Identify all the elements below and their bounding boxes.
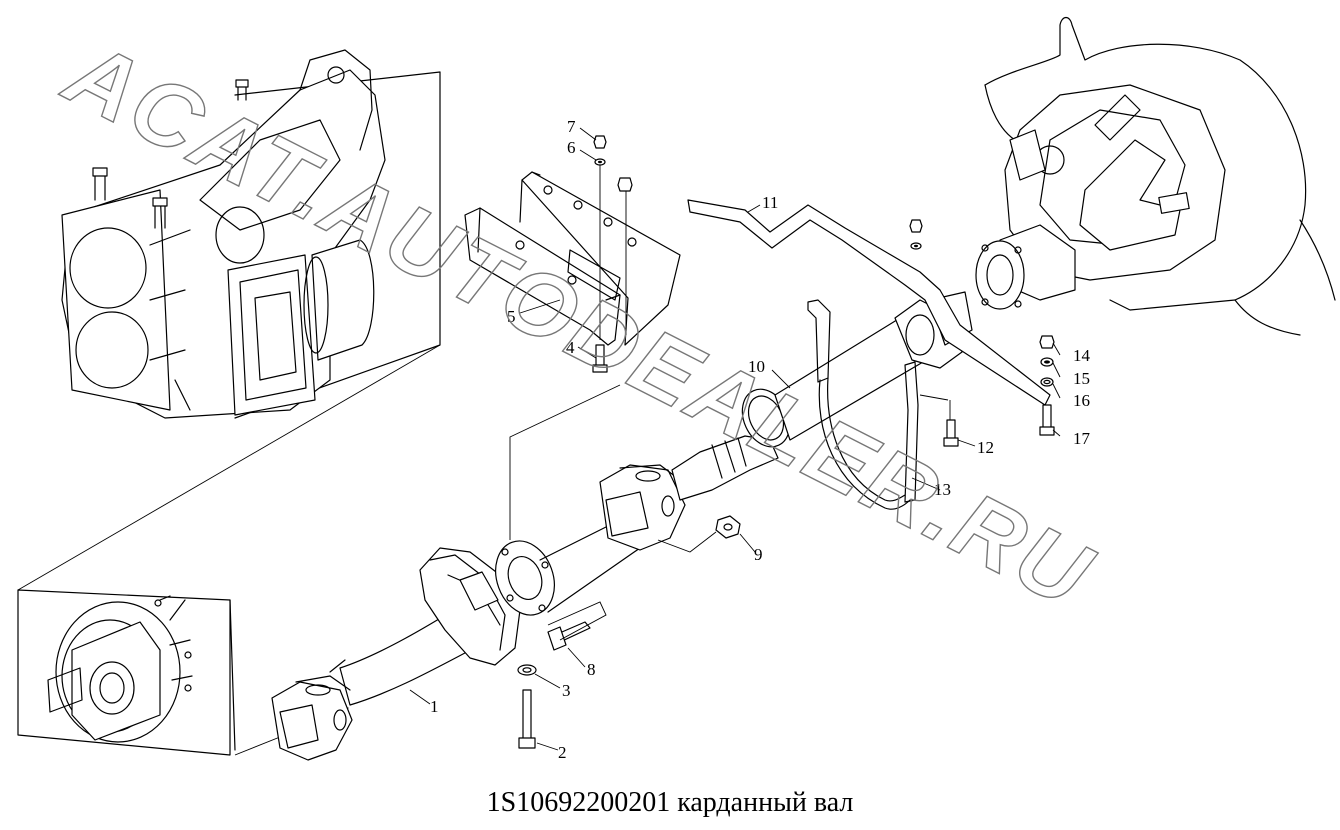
part-label-2: 2 xyxy=(558,743,567,762)
part-label-7: 7 xyxy=(567,117,576,136)
part-label-8: 8 xyxy=(587,660,596,679)
leader-lines xyxy=(409,127,1061,751)
part-label-11: 11 xyxy=(762,193,778,212)
part-label-15: 15 xyxy=(1073,369,1090,388)
part-label-14: 14 xyxy=(1073,346,1091,365)
rear-propeller-shaft xyxy=(599,291,973,551)
leader-frame-lines xyxy=(17,344,621,756)
hanger-brackets xyxy=(807,299,919,510)
support-bracket-5 xyxy=(464,171,681,346)
part-label-5: 5 xyxy=(507,307,516,326)
diagram-caption: 1S10692200201 карданный вал xyxy=(486,787,854,818)
part-label-10: 10 xyxy=(748,357,765,376)
part-label-9: 9 xyxy=(754,545,763,564)
bracket-fasteners xyxy=(592,135,633,373)
gearbox-drawing xyxy=(61,49,441,419)
part-labels: 7 6 5 4 11 10 14 15 16 17 12 13 9 8 3 1 … xyxy=(430,117,1091,762)
part-label-3: 3 xyxy=(562,681,571,700)
shaft-fasteners xyxy=(517,515,741,749)
part-label-16: 16 xyxy=(1073,391,1090,410)
part-label-4: 4 xyxy=(566,338,575,357)
part-label-12: 12 xyxy=(977,438,994,457)
part-label-1: 1 xyxy=(430,697,439,716)
part-label-13: 13 xyxy=(934,480,951,499)
part-label-17: 17 xyxy=(1073,429,1091,448)
propeller-shaft-1 xyxy=(271,524,641,761)
rear-axle-drawing xyxy=(975,16,1336,336)
axle-fasteners xyxy=(909,219,1055,447)
part-label-6: 6 xyxy=(567,138,576,157)
front-flange-drawing xyxy=(17,589,236,756)
